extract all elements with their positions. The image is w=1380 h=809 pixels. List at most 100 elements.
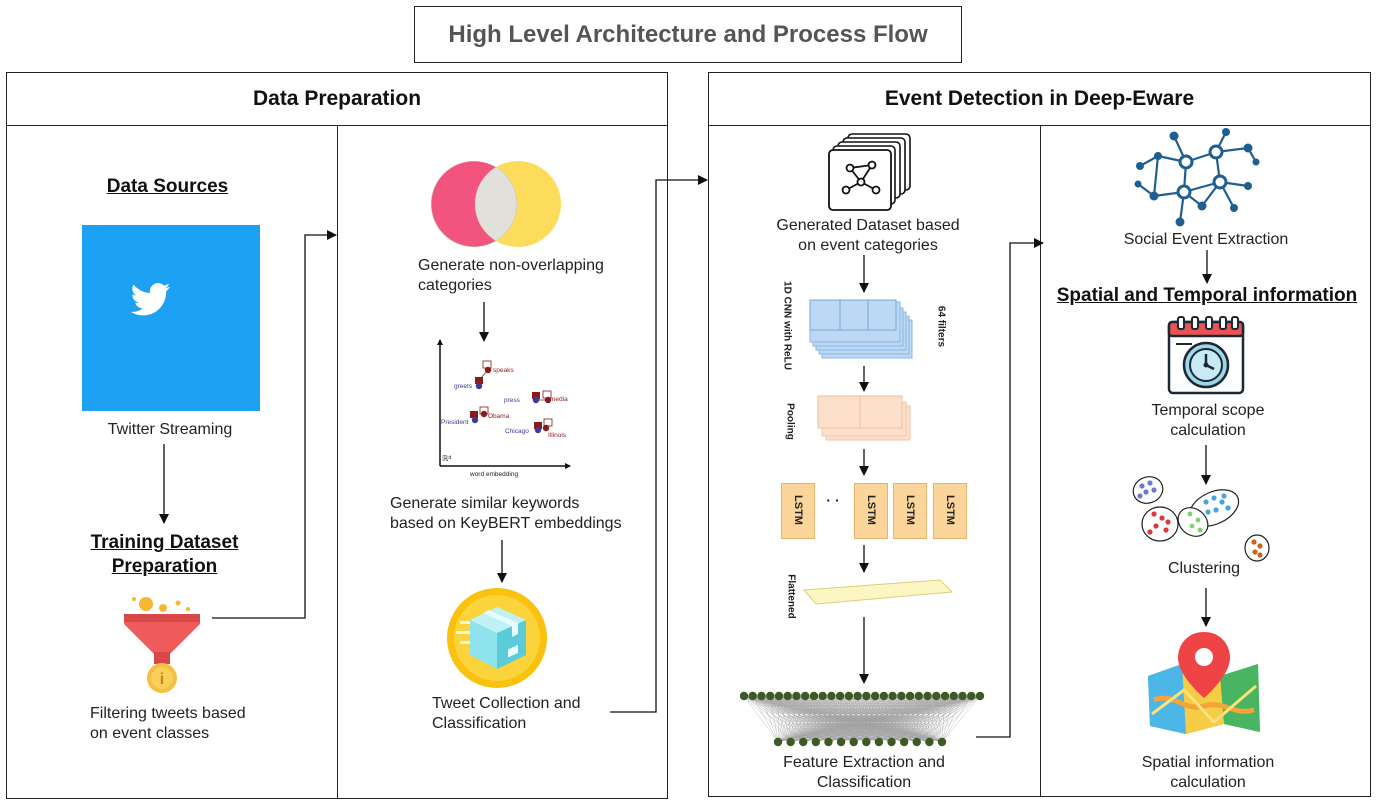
twitter-streaming-label: Twitter Streaming xyxy=(107,421,233,438)
nn-top-node xyxy=(748,691,757,701)
cnn-relu-label: 1D CNN with ReLU xyxy=(781,281,793,370)
data-preparation-header: Data Preparation xyxy=(6,72,668,126)
lstm-label-4: LSTM xyxy=(944,495,956,525)
map-pin-icon xyxy=(1148,632,1260,734)
keywords-line1: Generate similar keywords xyxy=(390,495,580,512)
arrow-feature-to-col4 xyxy=(976,238,1044,738)
column-divider-2 xyxy=(1040,125,1041,797)
tweet-collection-box-icon xyxy=(447,588,547,688)
neural-network-diagram xyxy=(739,691,985,747)
nn-top-node xyxy=(853,691,862,701)
lstm-ellipsis: · · xyxy=(826,492,840,508)
nn-bottom-node xyxy=(937,737,947,747)
lstm-label-1: LSTM xyxy=(792,495,804,525)
emb-rd-label: ℝᵈ xyxy=(442,454,451,463)
nn-top-node xyxy=(897,691,906,701)
nn-top-node xyxy=(914,691,924,701)
nn-bottom-node xyxy=(799,737,808,747)
pooling-stack xyxy=(817,395,911,441)
nn-top-node xyxy=(932,691,941,701)
spatial-info-line1: Spatial information xyxy=(1141,754,1275,771)
word-embedding-plot: speaks greets press media Obama Presiden… xyxy=(437,339,571,478)
training-dataset-heading-line2: Preparation xyxy=(111,556,218,577)
data-preparation-title: Data Preparation xyxy=(252,87,422,110)
nn-bottom-node xyxy=(786,737,795,747)
nn-top-node xyxy=(967,691,976,701)
flattened-label: Flattened xyxy=(785,574,797,619)
emb-word-speaks: speaks xyxy=(493,367,514,374)
twitter-logo-tile xyxy=(82,225,260,411)
nn-top-node xyxy=(958,691,967,701)
generated-dataset-line1: Generated Dataset based xyxy=(776,217,960,234)
flattened-layer xyxy=(802,579,954,605)
twitter-bird-icon xyxy=(130,283,171,316)
nn-top-node xyxy=(757,691,766,701)
nn-top-node xyxy=(879,691,889,701)
emb-word-illinois: Illinois xyxy=(548,432,567,439)
emb-word-media: media xyxy=(550,396,568,403)
tweet-line2: Classification xyxy=(432,715,527,732)
nn-top-node xyxy=(774,691,784,701)
nn-top-node xyxy=(862,691,871,701)
nn-top-node xyxy=(792,691,801,701)
nn-bottom-node xyxy=(836,737,846,747)
nn-bottom-node xyxy=(773,737,783,747)
nn-top-node xyxy=(923,691,932,701)
page-title: High Level Architecture and Process Flow xyxy=(448,20,928,48)
emb-word-press: press xyxy=(504,397,521,404)
emb-word-president: President xyxy=(441,419,469,426)
nn-bottom-node xyxy=(899,737,909,747)
lstm-label-3: LSTM xyxy=(904,495,916,525)
nn-bottom-node xyxy=(811,737,821,747)
nn-top-node xyxy=(905,691,915,701)
non-overlap-line2: categories xyxy=(418,277,492,294)
nn-top-node xyxy=(766,691,775,701)
column-divider-1 xyxy=(337,125,338,799)
nn-top-node xyxy=(940,691,950,701)
temporal-scope-line1: Temporal scope xyxy=(1151,402,1265,419)
nn-top-node xyxy=(835,691,845,701)
main-title-box: High Level Architecture and Process Flow xyxy=(414,6,962,63)
pooling-label: Pooling xyxy=(784,403,796,440)
nn-top-node xyxy=(827,691,836,701)
lstm-cell-1 xyxy=(781,483,815,539)
filters-label: 64 filters xyxy=(935,305,947,348)
social-network-icon xyxy=(1134,128,1260,227)
spatial-temporal-heading: Spatial and Temporal information xyxy=(1056,285,1358,306)
feature-extraction-line1: Feature Extraction and xyxy=(783,754,945,771)
nn-top-node xyxy=(809,691,819,701)
nn-top-node xyxy=(818,691,827,701)
clustering-icon xyxy=(1132,476,1270,562)
event-detection-panel xyxy=(708,72,1371,797)
lstm-label-2: LSTM xyxy=(865,495,877,525)
arrow-tweet-to-event-detection xyxy=(610,175,708,713)
nn-top-node xyxy=(949,691,958,701)
dataset-stack-icon xyxy=(828,133,911,211)
event-detection-header: Event Detection in Deep-Eware xyxy=(708,72,1371,126)
nn-top-node xyxy=(739,691,749,701)
filtering-line1: Filtering tweets based xyxy=(90,705,246,722)
non-overlap-line1: Generate non-overlapping xyxy=(418,257,604,274)
tweet-line1: Tweet Collection and xyxy=(432,695,581,712)
emb-xlabel: word embedding xyxy=(469,471,518,478)
keywords-line2: based on KeyBERT embeddings xyxy=(390,515,622,532)
lstm-cell-3 xyxy=(893,483,927,539)
data-sources-heading: Data Sources xyxy=(106,176,229,197)
feature-extraction-line2: Classification xyxy=(816,774,912,791)
lstm-cell-2 xyxy=(854,483,888,539)
lstm-cell-4 xyxy=(933,483,967,539)
filtering-line2: on event classes xyxy=(90,725,210,742)
spatial-info-line2: calculation xyxy=(1170,774,1246,791)
nn-bottom-node xyxy=(925,737,934,747)
nn-top-node xyxy=(975,691,985,701)
nn-top-node xyxy=(800,691,810,701)
arrow-filter-to-col2 xyxy=(212,230,337,619)
venn-diagram-icon xyxy=(431,161,561,247)
nn-top-node xyxy=(888,691,897,701)
filter-funnel-icon: i xyxy=(124,597,200,693)
nn-bottom-node xyxy=(887,737,896,747)
training-dataset-heading-line1: Training Dataset xyxy=(90,532,239,553)
calendar-clock-icon xyxy=(1167,316,1245,395)
nn-bottom-node xyxy=(862,737,871,747)
